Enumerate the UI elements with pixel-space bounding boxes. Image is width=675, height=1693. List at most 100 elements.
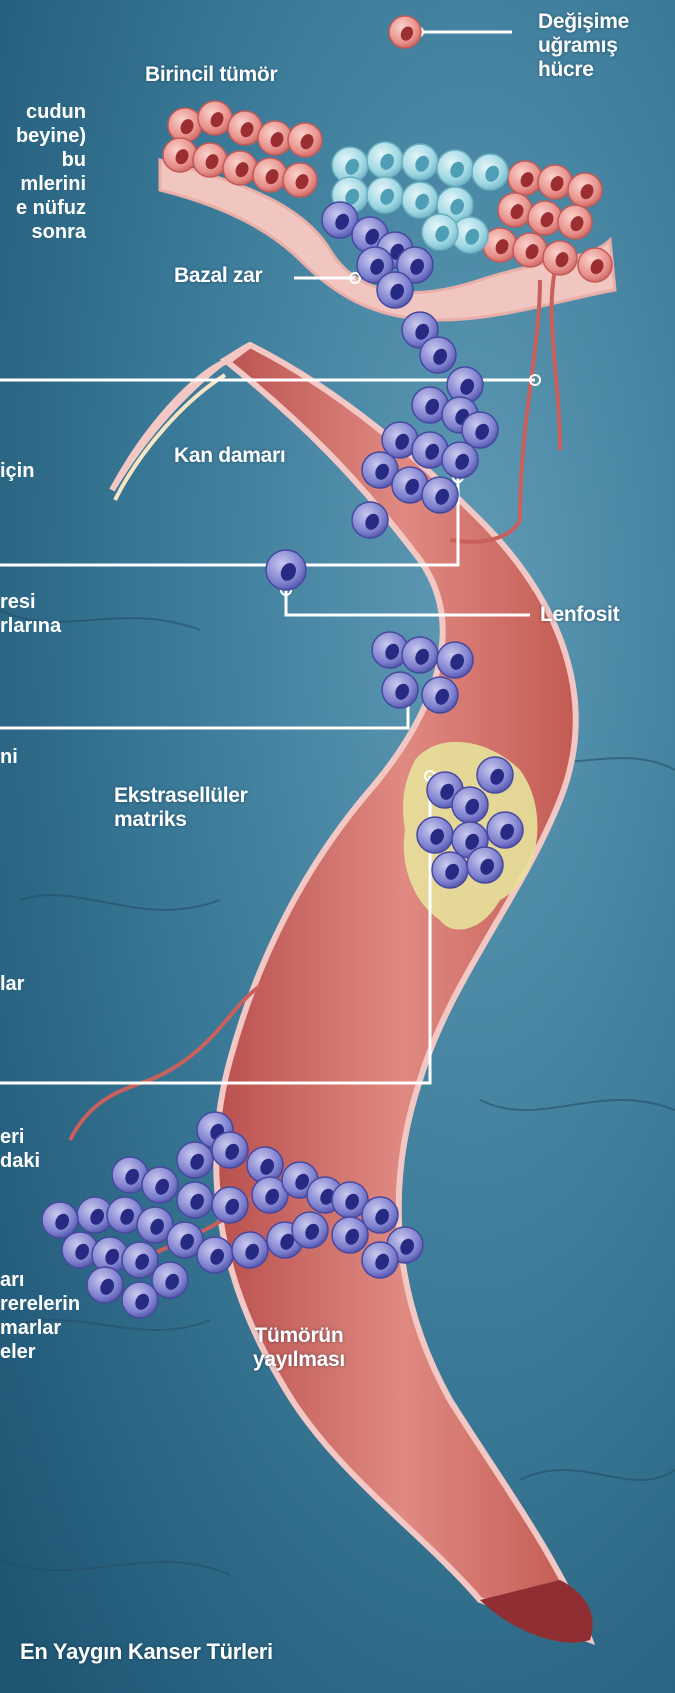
primary-tumor-pink-cell [513,233,547,267]
tumor-cell [122,1282,158,1318]
label-blood-vessel: Kan damarı [174,444,285,468]
tumor-cell [142,1167,178,1203]
tumor-cell [212,1187,248,1223]
primary-tumor-pink-cell [508,161,542,195]
cut-text-1-1: beyine) [0,124,86,148]
primary-tumor-pink-cell [288,123,322,157]
primary-tumor-pink-cell [568,173,602,207]
tumor-cell [122,1242,158,1278]
label-basal-membrane: Bazal zar [174,264,262,288]
cut-text-1-5: sonra [0,220,86,244]
primary-tumor-blue-cell [367,142,403,178]
label-extracellular-matrix: Ekstrasellüler matriks [114,784,248,832]
label-lymphocyte: Lenfosit [540,603,619,627]
primary-tumor-blue-cell [422,214,458,250]
cut-text-block-7: arı rerelerin marlar eler [0,1268,80,1364]
primary-tumor-pink-cell [558,205,592,239]
cut-text-block-6: eri daki [0,1125,40,1173]
label-tumor-spread: Tümörün yayılması [253,1324,345,1372]
cut-text-7-1: rerelerin [0,1292,80,1316]
cut-text-6-1: daki [0,1149,40,1173]
primary-tumor-blue-cell [367,177,403,213]
cut-text-block-4: ni [0,745,18,769]
cut-text-5-0: lar [0,972,24,996]
tumor-cell [292,1212,328,1248]
tumor-cell [417,817,453,853]
tumor-cell [212,1132,248,1168]
cut-text-3-1: rlarına [0,614,61,638]
tumor-cell [442,442,478,478]
tumor-cell [87,1267,123,1303]
tumor-cell [432,852,468,888]
label-changed-cell-line3: hücre [538,58,629,82]
cut-text-6-0: eri [0,1125,40,1149]
primary-tumor-pink-cell [283,163,317,197]
cut-text-1-4: e nüfuz [0,196,86,220]
tumor-cell [332,1217,368,1253]
primary-tumor-pink-cell [528,201,562,235]
tumor-cell [377,272,413,308]
cut-text-block-2: için [0,459,34,483]
label-changed-cell-line1: Değişime [538,10,629,34]
primary-tumor-pink-cell [198,101,232,135]
label-extracellular-matrix-line2: matriks [114,808,248,832]
tumor-cell [422,677,458,713]
primary-tumor-pink-cell [538,165,572,199]
footer-title: En Yaygın Kanser Türleri [20,1640,273,1664]
lymphocyte-cell [266,550,306,590]
tumor-cell [362,1197,398,1233]
tumor-cell [232,1232,268,1268]
tumor-cell [487,812,523,848]
primary-tumor-blue-cell [472,154,508,190]
cut-text-1-2: bu [0,148,86,172]
primary-tumor-pink-cell [193,143,227,177]
primary-tumor-pink-cell [163,138,197,172]
primary-tumor-blue-cell [437,150,473,186]
tumor-cell [197,1237,233,1273]
tumor-cell [42,1202,78,1238]
tumor-cell [177,1142,213,1178]
tumor-cell [467,847,503,883]
cut-text-block-1: cudun beyine) bu mlerini e nüfuz sonra [0,100,86,244]
cut-text-block-3: resi rlarına [0,590,61,638]
primary-tumor-pink-cell [258,121,292,155]
tumor-cell [362,1242,398,1278]
cut-text-1-3: mlerini [0,172,86,196]
primary-tumor-pink-cell [578,248,612,282]
primary-tumor-blue-cell [402,182,438,218]
label-tumor-spread-line1: Tümörün [253,1324,345,1348]
changed-cell [389,16,421,48]
tumor-cell [420,337,456,373]
tumor-cell [177,1182,213,1218]
label-changed-cell-line2: uğramış [538,34,629,58]
primary-tumor-pink-cell [543,241,577,275]
cut-text-1-0: cudun [0,100,86,124]
label-changed-cell: Değişime uğramış hücre [538,10,629,82]
primary-tumor-pink-cell [168,108,202,142]
cut-text-block-5: lar [0,972,24,996]
cut-text-7-2: marlar [0,1316,80,1340]
cut-text-7-0: arı [0,1268,80,1292]
tumor-cell [382,672,418,708]
label-tumor-spread-line2: yayılması [253,1348,345,1372]
primary-tumor-pink-cell [498,193,532,227]
cut-text-7-3: eler [0,1340,80,1364]
primary-tumor-pink-cell [223,151,257,185]
tumor-cell [437,642,473,678]
primary-tumor-pink-cell [253,158,287,192]
tumor-cell [152,1262,188,1298]
primary-tumor-pink-cell [228,111,262,145]
cut-text-2-0: için [0,459,34,483]
label-primary-tumor: Birincil tümör [145,63,277,87]
tumor-cell [462,412,498,448]
cut-text-4-0: ni [0,745,18,769]
cut-text-3-0: resi [0,590,61,614]
tumor-cell [422,477,458,513]
tumor-cell [477,757,513,793]
primary-tumor-blue-cell [402,144,438,180]
tumor-cell [402,637,438,673]
label-extracellular-matrix-line1: Ekstrasellüler [114,784,248,808]
tumor-cell [352,502,388,538]
tumor-cell [452,787,488,823]
